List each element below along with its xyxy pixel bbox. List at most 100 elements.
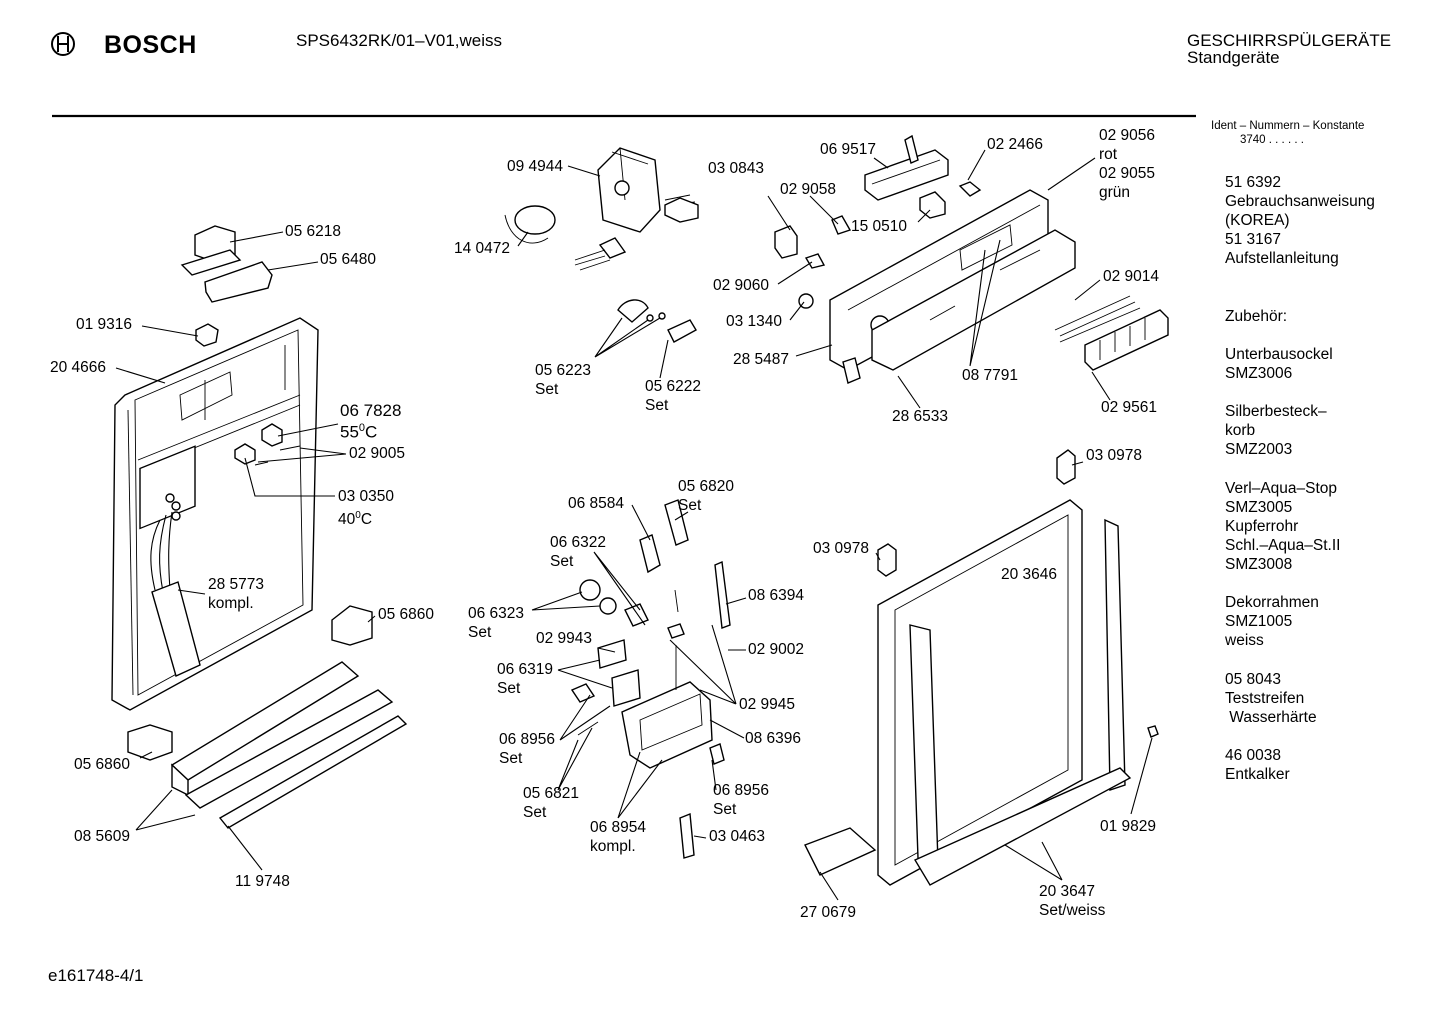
part-label: 02 9002 <box>748 641 805 658</box>
part-note: kompl. <box>590 838 636 855</box>
part-label: 08 7791 <box>962 367 1019 384</box>
part-label: 02 9060 <box>713 277 770 294</box>
part-label: 05 6860 <box>378 606 435 623</box>
footer-code: e161748-4/1 <box>48 966 144 985</box>
part-label: 28 5487 <box>733 351 790 368</box>
sidebar-block-cutlery: Silberbesteck– korb SMZ2003 <box>1225 403 1327 458</box>
model-number: SPS6432RK/01–V01,weiss <box>296 31 503 50</box>
part-note: kompl. <box>208 595 254 612</box>
part-label: 14 0472 <box>454 240 511 257</box>
part-label: 02 9056 <box>1099 127 1156 144</box>
part-label: 05 6480 <box>320 251 377 268</box>
part-label: 06 7828 <box>340 401 402 420</box>
part-label: 06 6323 <box>468 605 525 622</box>
cable-heater-assembly <box>150 493 201 677</box>
category-subtitle: Standgeräte <box>1187 48 1280 67</box>
kick-plate-part <box>170 661 408 829</box>
part-label: 05 6223 <box>535 362 592 379</box>
push-button-set <box>1054 295 1169 371</box>
sidebar-block-descaler: 46 0038 Entkalker <box>1225 747 1290 783</box>
leader-lines <box>115 149 1153 901</box>
sidebar-block-accessories: Zubehör: <box>1225 308 1288 325</box>
bosch-logo-icon <box>51 32 75 56</box>
part-label: 03 0978 <box>813 540 870 557</box>
part-label: 02 9055 <box>1099 165 1156 182</box>
part-note: rot <box>1099 146 1118 163</box>
bottom-block-part <box>127 724 173 761</box>
part-note: Set/weiss <box>1039 902 1106 919</box>
spring-parts <box>617 299 697 343</box>
part-label: 03 0350 <box>338 488 395 505</box>
part-label: 02 9058 <box>780 181 837 198</box>
outer-door-panel <box>877 499 1132 886</box>
part-note: Set <box>468 624 492 641</box>
part-label: 02 2466 <box>987 136 1044 153</box>
switch-parts <box>774 215 852 309</box>
part-label: 28 6533 <box>892 408 949 425</box>
part-label: 08 5609 <box>74 828 131 845</box>
side-block-part <box>331 605 373 646</box>
brand-name: BOSCH <box>104 31 197 59</box>
sidebar-block-teststrips: 05 8043 Teststreifen Wasserhärte <box>1225 671 1317 726</box>
control-panel-fascia <box>829 189 1076 384</box>
part-label: 01 9316 <box>76 316 133 333</box>
part-label: 05 6860 <box>74 756 131 773</box>
part-note: Set <box>645 397 669 414</box>
part-label: 06 8954 <box>590 819 647 836</box>
sidebar-block-base: Unterbausockel SMZ3006 <box>1225 346 1333 382</box>
switch-strip <box>864 134 982 219</box>
part-note: Set <box>535 381 559 398</box>
part-note: Set <box>550 553 574 570</box>
part-note: Set <box>678 497 702 514</box>
part-label: 27 0679 <box>800 904 857 921</box>
part-label: 15 0510 <box>851 218 908 235</box>
part-note: Set <box>523 804 547 821</box>
part-note: Set <box>497 680 521 697</box>
part-label: 05 6222 <box>645 378 702 395</box>
temperature-label: 550C <box>340 422 378 442</box>
part-label: 05 6820 <box>678 478 735 495</box>
part-label: 06 6322 <box>550 534 607 551</box>
sidebar-block-manuals: 51 6392 Gebrauchsanweisung (KOREA) 51 31… <box>1225 174 1375 267</box>
thermostat-parts <box>234 423 301 466</box>
part-label: 05 6821 <box>523 785 580 802</box>
part-label: 03 0843 <box>708 160 765 177</box>
programme-timer <box>574 147 699 271</box>
part-label: 06 6319 <box>497 661 554 678</box>
timer-knob-disc <box>504 205 556 244</box>
sidebar-block-aquastop: Verl–Aqua–Stop SMZ3005 Kupferrohr Schl.–… <box>1225 480 1341 573</box>
part-label: 20 4666 <box>50 359 107 376</box>
door-lock-assembly <box>570 499 731 859</box>
part-label: 02 9943 <box>536 630 593 647</box>
part-label: 01 9829 <box>1100 818 1157 835</box>
part-label: 06 8584 <box>568 495 625 512</box>
hinge-covers <box>804 449 1159 876</box>
part-label: 08 6394 <box>748 587 805 604</box>
sidebar-block-decor: Dekorrahmen SMZ1005 weiss <box>1225 594 1319 649</box>
part-label: 02 9014 <box>1103 268 1160 285</box>
part-label: 08 6396 <box>745 730 802 747</box>
part-label: 03 0463 <box>709 828 766 845</box>
ident-title: Ident – Nummern – Konstante <box>1211 120 1365 132</box>
clip-part <box>195 323 219 347</box>
part-label: 06 8956 <box>499 731 556 748</box>
part-label: 02 9005 <box>349 445 406 462</box>
part-label: 20 3647 <box>1039 883 1096 900</box>
part-note: Set <box>713 801 737 818</box>
part-label: 06 8956 <box>713 782 770 799</box>
part-label: 02 9561 <box>1101 399 1158 416</box>
category-title: GESCHIRRSPÜLGERÄTE <box>1187 31 1392 50</box>
part-label: 20 3646 <box>1001 566 1058 583</box>
part-note: Set <box>499 750 523 767</box>
door-hinge-bracket <box>180 225 273 303</box>
part-label: 11 9748 <box>235 873 290 890</box>
part-label: 03 0978 <box>1086 447 1143 464</box>
part-label: 28 5773 <box>208 576 265 593</box>
part-label: 02 9945 <box>739 696 796 713</box>
ident-value: 3740 . . . . . . <box>1240 134 1304 146</box>
part-label: 03 1340 <box>726 313 783 330</box>
part-label: 06 9517 <box>820 141 877 158</box>
part-label: 09 4944 <box>507 158 564 175</box>
temperature-label: 400C <box>338 510 373 529</box>
